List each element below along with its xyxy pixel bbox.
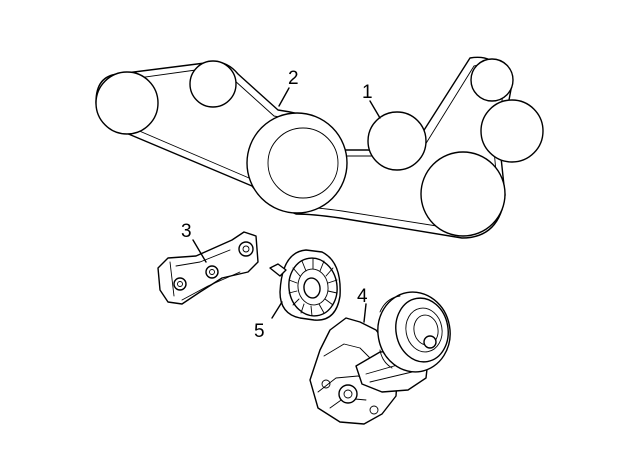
pulley-large-left <box>95 71 159 135</box>
idler-bracket <box>157 231 259 305</box>
pulleys <box>95 58 544 237</box>
leader-line-1 <box>369 100 381 119</box>
leader-line-4 <box>363 303 367 323</box>
pulley-top-small <box>189 60 237 108</box>
leader-line-5 <box>271 301 283 319</box>
pulley-part-1 <box>367 111 427 171</box>
leader-line-2 <box>278 87 290 107</box>
callout-4: 4 <box>357 286 368 307</box>
idler-pulley <box>269 249 341 321</box>
callout-5: 5 <box>254 321 265 342</box>
callout-3: 3 <box>181 221 192 242</box>
bracket-hole-lower <box>173 277 187 291</box>
leader-lines <box>192 87 381 323</box>
pulley-right-bottom-large <box>420 151 506 237</box>
pulley-right-top-small <box>470 58 514 102</box>
tensioner-bolt <box>338 384 358 404</box>
pulley-right-middle <box>480 99 544 163</box>
callout-1: 1 <box>362 82 373 103</box>
bracket-hole-center <box>205 265 219 279</box>
belt-tensioner <box>309 291 451 425</box>
bracket-hole-upper <box>238 241 254 257</box>
pulley-center-large <box>246 112 348 214</box>
idler-pulley-hub <box>303 277 321 299</box>
tensioner-pulley-hub <box>423 335 437 349</box>
leader-line-3 <box>192 239 207 263</box>
pulley-center-hub <box>267 127 339 199</box>
callout-2: 2 <box>288 68 299 89</box>
